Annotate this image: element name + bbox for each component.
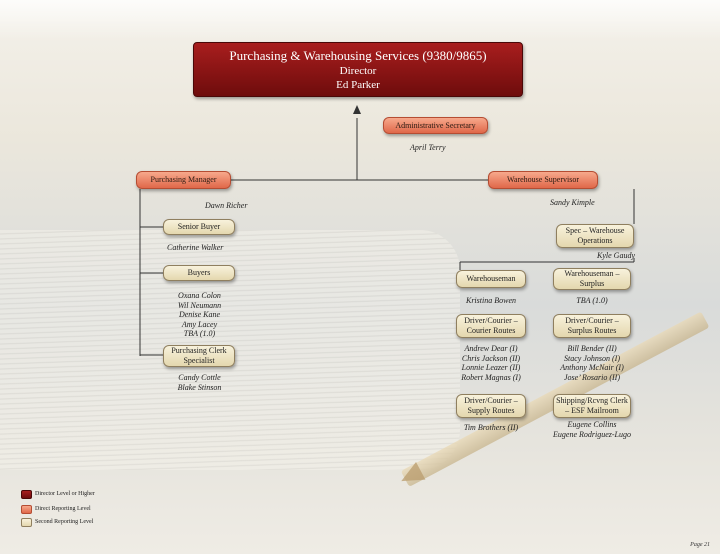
driver-surplus-box: Driver/Courier – Surplus Routes <box>553 314 631 338</box>
driver-courier-name: Chris Jackson (II) <box>461 353 521 363</box>
director-role: Director <box>339 65 377 77</box>
shipping-clerk-name: Eugene Rodriguez-Lugo <box>553 429 631 439</box>
warehouse-supervisor-title: Warehouse Supervisor <box>506 175 579 184</box>
buyers-box: Buyers <box>163 265 235 281</box>
buyer-name: TBA (1.0) <box>183 329 216 338</box>
clerk-name: Candy Cottle <box>178 373 221 382</box>
shipping-clerk-title: Shipping/Rcvng Clerk – ESF Mailroom <box>556 396 628 415</box>
legend-swatch <box>21 489 32 499</box>
senior-buyer-name: Catherine Walker <box>167 243 224 252</box>
driver-surplus-name: Jose’ Rosario (II) <box>564 372 620 382</box>
senior-buyer-title: Senior Buyer <box>177 222 221 231</box>
purchasing-clerk-title: Purchasing Clerk Specialist <box>171 346 227 365</box>
driver-surplus-name: Anthony McNair (I) <box>560 363 624 372</box>
warehouseman-box: Warehouseman <box>456 270 526 288</box>
driver-surplus-names: Bill Bender (II) Stacy Johnson (I) Antho… <box>548 344 636 382</box>
legend-label: Direct Reporting Level <box>35 506 91 512</box>
buyers-names: Oxana Colon Wil Neumann Denise Kane Amy … <box>162 291 237 339</box>
buyer-name: Wil Neumann <box>177 300 222 310</box>
spec-warehouse-box: Spec – Warehouse Operations <box>556 224 634 248</box>
director-title: Purchasing & Warehousing Services (9380/… <box>229 48 487 63</box>
warehouseman-names: Kristina Bowen <box>450 296 532 306</box>
driver-surplus-name: Stacy Johnson (I) <box>564 353 620 363</box>
driver-courier-names: Andrew Dear (I) Chris Jackson (II) Lonni… <box>448 344 534 382</box>
shipping-clerk-name: Eugene Collins <box>567 420 617 429</box>
admin-secretary-name: April Terry <box>410 143 446 152</box>
arrow-up-icon <box>353 105 361 114</box>
buyer-name: Oxana Colon <box>178 291 221 300</box>
spec-warehouse-title: Spec – Warehouse Operations <box>565 226 625 245</box>
purchasing-clerk-box: Purchasing Clerk Specialist <box>163 345 235 367</box>
warehouseman-surplus-box: Warehouseman – Surplus <box>553 268 631 290</box>
driver-courier-title: Driver/Courier – Courier Routes <box>464 316 518 335</box>
director-name: Ed Parker <box>336 79 380 91</box>
clerk-name: Blake Stinson <box>177 382 222 392</box>
legend-label: Director Level or Higher <box>35 491 95 497</box>
director-box: Purchasing & Warehousing Services (9380/… <box>193 42 523 97</box>
driver-surplus-name: Bill Bender (II) <box>567 344 617 353</box>
warehouseman-surplus-title: Warehouseman – Surplus <box>564 269 620 288</box>
warehouseman-title: Warehouseman <box>466 274 516 283</box>
purchasing-clerk-names: Candy Cottle Blake Stinson <box>162 373 237 392</box>
legend-second-level: Second Reporting Level <box>21 516 93 528</box>
driver-supply-names: Tim Brothers (II) <box>448 423 534 433</box>
legend-swatch <box>21 504 32 514</box>
driver-supply-title: Driver/Courier – Supply Routes <box>464 396 518 415</box>
warehouse-supervisor-box: Warehouse Supervisor <box>488 171 598 189</box>
admin-secretary-title: Administrative Secretary <box>395 120 476 130</box>
driver-courier-name: Lonnie Leazer (II) <box>461 363 521 372</box>
warehouseman-name: Kristina Bowen <box>465 296 516 305</box>
buyer-name: Denise Kane <box>178 310 221 319</box>
warehouseman-surplus-names: TBA (1.0) <box>552 296 632 306</box>
driver-surplus-title: Driver/Courier – Surplus Routes <box>565 316 619 335</box>
warehouse-supervisor-name: Sandy Kimple <box>550 198 595 207</box>
buyers-title: Buyers <box>187 268 211 277</box>
background-glow <box>0 0 720 40</box>
spec-warehouse-name: Kyle Gaudy <box>597 251 635 260</box>
senior-buyer-box: Senior Buyer <box>163 219 235 235</box>
driver-courier-name: Robert Magnas (I) <box>461 372 521 382</box>
admin-secretary-box: Administrative Secretary <box>383 117 488 134</box>
shipping-clerk-names: Eugene Collins Eugene Rodriguez-Lugo <box>545 420 639 439</box>
page-number: Page 21 <box>690 542 710 548</box>
driver-courier-name: Andrew Dear (I) <box>464 344 518 353</box>
warehouseman-surplus-name: TBA (1.0) <box>576 296 608 305</box>
legend-direct-level: Direct Reporting Level <box>21 503 91 515</box>
purchasing-manager-box: Purchasing Manager <box>136 171 231 189</box>
driver-courier-box: Driver/Courier – Courier Routes <box>456 314 526 338</box>
legend-swatch <box>21 517 32 527</box>
shipping-clerk-box: Shipping/Rcvng Clerk – ESF Mailroom <box>553 394 631 418</box>
legend-director-level: Director Level or Higher <box>21 488 95 500</box>
driver-supply-name: Tim Brothers (II) <box>463 423 519 432</box>
driver-supply-box: Driver/Courier – Supply Routes <box>456 394 526 418</box>
buyer-name: Amy Lacey <box>181 319 218 329</box>
purchasing-manager-title: Purchasing Manager <box>150 175 217 184</box>
legend-label: Second Reporting Level <box>35 519 94 525</box>
purchasing-manager-name: Dawn Richer <box>205 201 248 210</box>
